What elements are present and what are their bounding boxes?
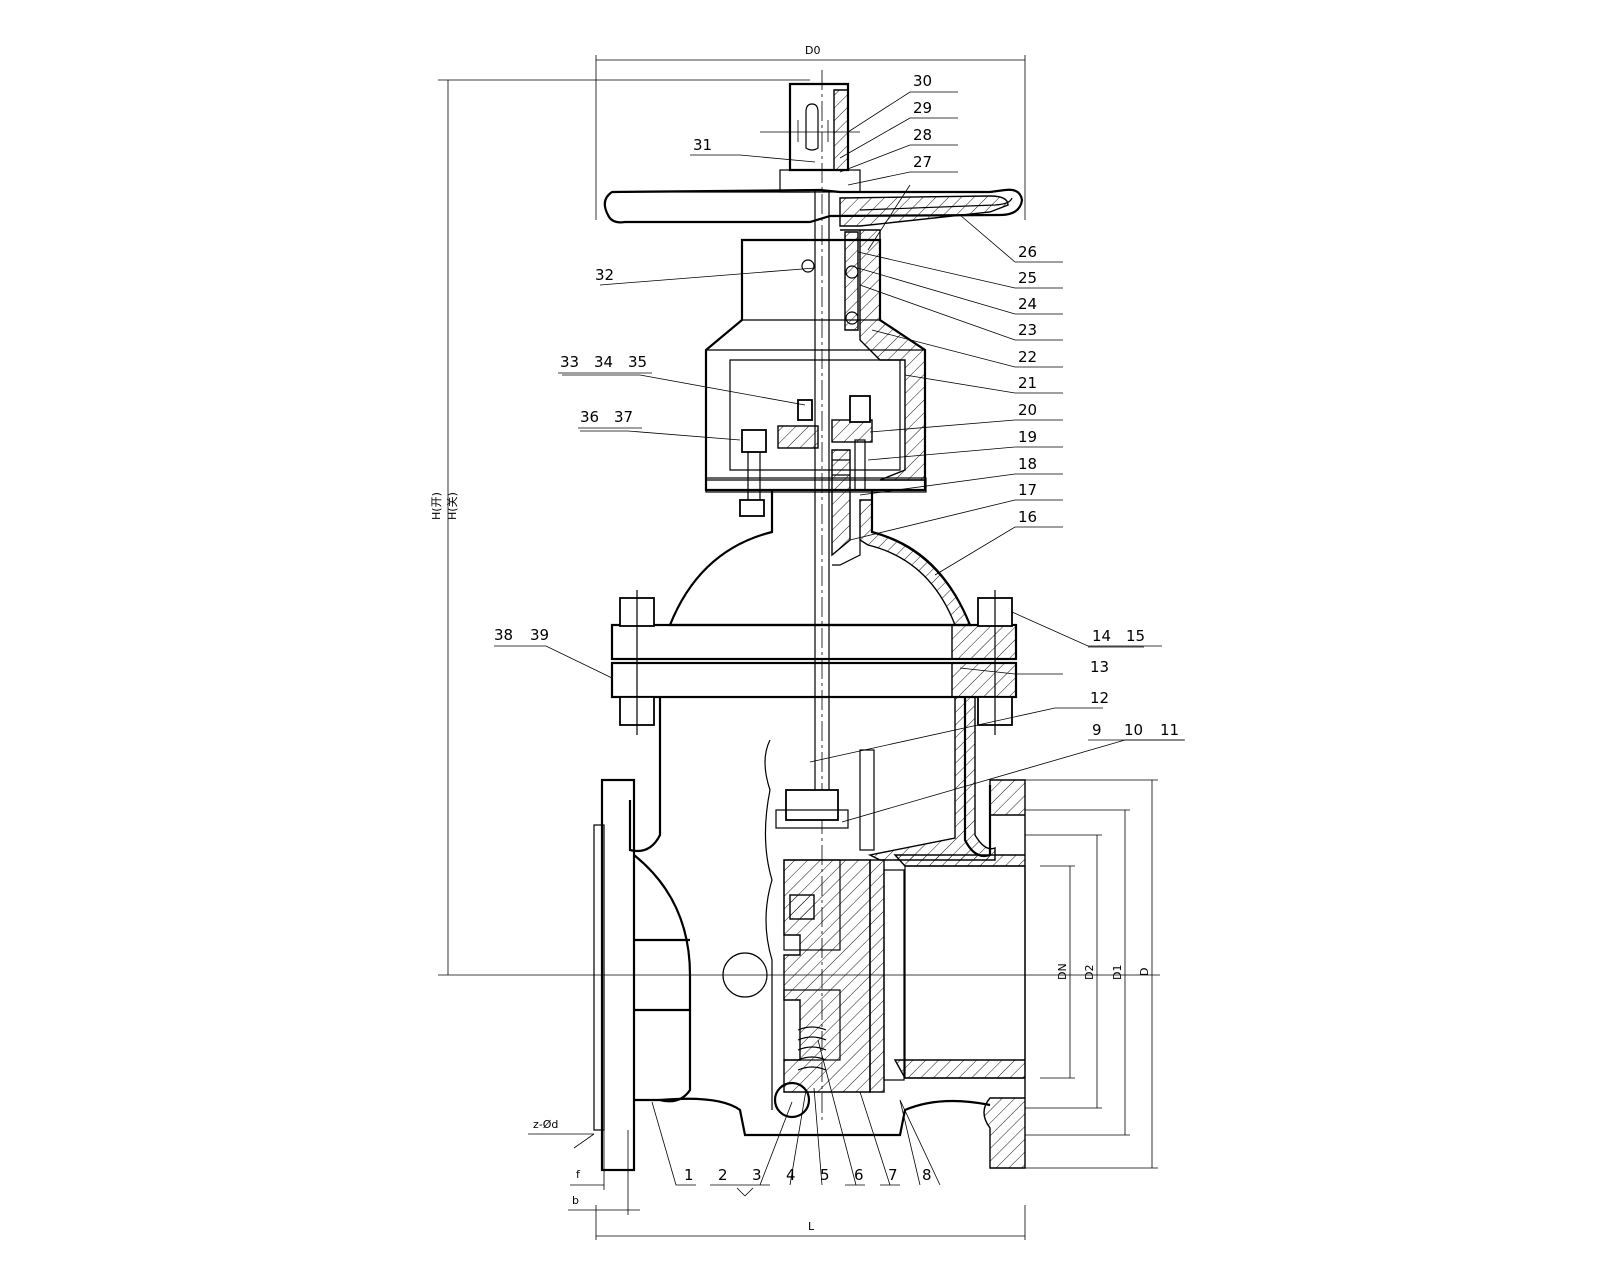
- part-13: 13: [1090, 658, 1109, 676]
- part-1: 1: [684, 1166, 694, 1184]
- leaders-right: [809, 91, 1185, 823]
- handwheel: [603, 188, 1024, 227]
- part-21: 21: [1018, 374, 1037, 392]
- part-3: 3: [752, 1166, 762, 1184]
- part-10: 10: [1124, 721, 1143, 739]
- part-33: 33: [560, 353, 579, 371]
- part-36: 36: [580, 408, 599, 426]
- part-25: 25: [1018, 269, 1037, 287]
- part-11: 11: [1160, 721, 1179, 739]
- part-34: 34: [594, 353, 613, 371]
- part-18: 18: [1018, 455, 1037, 473]
- part-38: 38: [494, 626, 513, 644]
- part-9: 9: [1092, 721, 1102, 739]
- dim-d2: D2: [1083, 965, 1096, 980]
- leaders-bottom: [651, 1039, 941, 1197]
- part-28: 28: [913, 126, 932, 144]
- dim-b: b: [572, 1194, 579, 1207]
- part-2: 2: [718, 1166, 728, 1184]
- part-32: 32: [595, 266, 614, 284]
- yoke: [704, 229, 927, 493]
- dim-dn: DN: [1056, 963, 1069, 980]
- part-6: 6: [854, 1166, 864, 1184]
- valve-body: [593, 696, 1026, 1172]
- dim-l: L: [808, 1220, 815, 1233]
- part-5: 5: [820, 1166, 830, 1184]
- body-flanges: [610, 590, 1018, 735]
- part-7: 7: [888, 1166, 898, 1184]
- part-14: 14: [1092, 627, 1111, 645]
- part-8: 8: [922, 1166, 932, 1184]
- part-26: 26: [1018, 243, 1037, 261]
- part-29: 29: [913, 99, 932, 117]
- part-20: 20: [1018, 401, 1037, 419]
- part-4: 4: [786, 1166, 796, 1184]
- part-37: 37: [614, 408, 633, 426]
- stem-top: [760, 82, 861, 193]
- dim-d0: D0: [805, 44, 820, 57]
- part-31: 31: [693, 136, 712, 154]
- part-12: 12: [1090, 689, 1109, 707]
- dim-f: f: [576, 1168, 581, 1181]
- part-24: 24: [1018, 295, 1037, 313]
- part-23: 23: [1018, 321, 1037, 339]
- part-16: 16: [1018, 508, 1037, 526]
- dim-h-open: H(开): [430, 492, 443, 520]
- dimension-lines: [438, 55, 1160, 1240]
- gland: [739, 395, 873, 557]
- part-30: 30: [913, 72, 932, 90]
- part-22: 22: [1018, 348, 1037, 366]
- dim-d1: D1: [1111, 965, 1124, 980]
- part-19: 19: [1018, 428, 1037, 446]
- part-35: 35: [628, 353, 647, 371]
- part-17: 17: [1018, 481, 1037, 499]
- leaders-left: [494, 154, 816, 679]
- dim-flange-holes: z-Ød: [533, 1118, 558, 1131]
- part-39: 39: [530, 626, 549, 644]
- bonnet: [668, 490, 972, 627]
- dim-d: D: [1138, 968, 1151, 976]
- dim-h-closed: H(关): [445, 492, 459, 520]
- part-15: 15: [1126, 627, 1145, 645]
- gate: [764, 739, 905, 1110]
- part-27: 27: [913, 153, 932, 171]
